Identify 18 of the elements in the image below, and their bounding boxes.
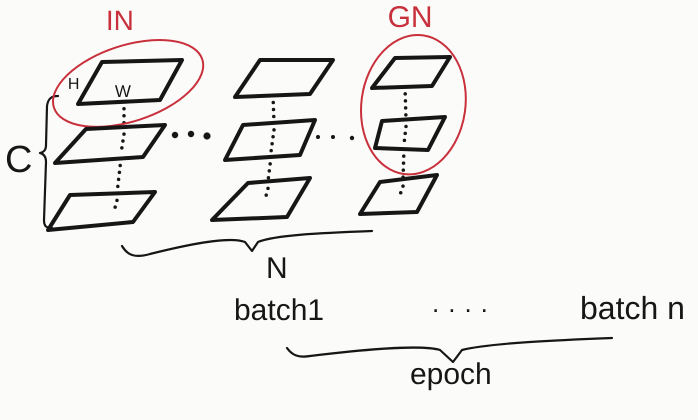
group-label: GN <box>388 3 433 34</box>
feature-map-parallelogram <box>368 54 453 91</box>
axis-label: W <box>114 83 131 100</box>
feature-map-parallelogram <box>232 57 336 100</box>
batch-label: batch1 <box>234 296 324 326</box>
group-label: IN <box>106 6 134 35</box>
brace-label: epoch <box>410 360 492 390</box>
brace-label: C <box>5 141 32 179</box>
axis-label: H <box>68 77 80 94</box>
feature-map-parallelogram <box>45 189 158 233</box>
feature-map-parallelogram <box>52 122 168 166</box>
feature-map-parallelogram <box>357 172 440 217</box>
ellipsis-text: .... <box>432 290 497 316</box>
batch-label: batch n <box>580 292 685 324</box>
feature-map-parallelogram <box>209 175 313 223</box>
feature-map-parallelogram <box>222 117 318 163</box>
feature-map-parallelogram <box>372 114 448 153</box>
brace-label: N <box>266 254 288 284</box>
